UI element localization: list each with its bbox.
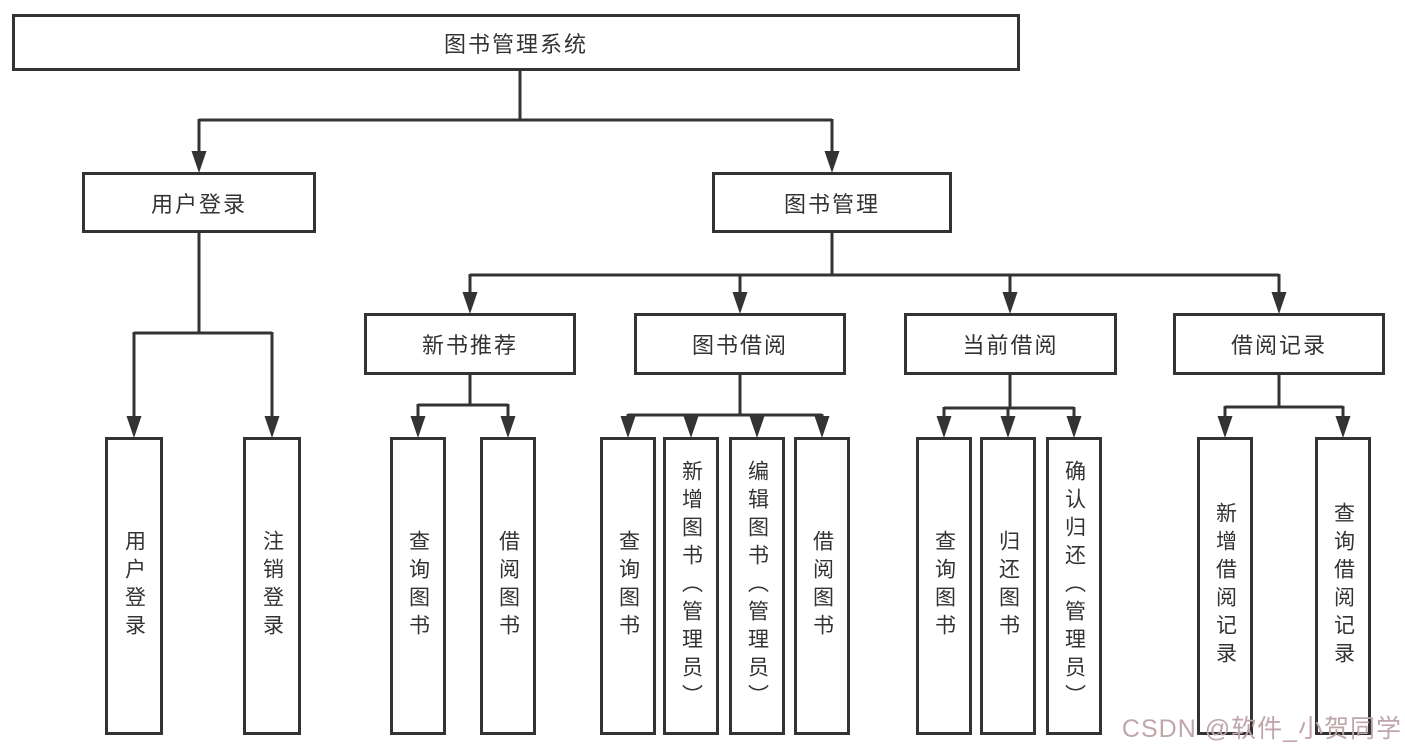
node-borrow-records: 借阅记录 xyxy=(1173,313,1385,375)
leaf-return-book: 归还图书 xyxy=(980,437,1036,735)
connectors-user-login xyxy=(132,233,274,418)
leaf-add-borrow-record: 新增借阅记录 xyxy=(1197,437,1253,735)
arrowheads-user-login xyxy=(126,416,280,438)
leaf-borrow-books: 借阅图书 xyxy=(794,437,850,735)
connectors-root xyxy=(197,70,834,153)
arrowheads-root xyxy=(191,151,840,173)
leaf-logout: 注销登录 xyxy=(243,437,301,735)
leaf-confirm-return-admin: 确认归还（管理员） xyxy=(1046,437,1102,735)
node-new-book-recommend: 新书推荐 xyxy=(364,313,576,375)
leaf-query-borrow-record: 查询借阅记录 xyxy=(1315,437,1371,735)
leaf-query-books-recommend: 查询图书 xyxy=(390,437,446,735)
arrowheads-book-management xyxy=(462,292,1287,314)
connectors-new-book-recommend xyxy=(416,375,510,418)
leaf-query-books-current: 查询图书 xyxy=(916,437,972,735)
leaf-edit-book-admin: 编辑图书（管理员） xyxy=(729,437,785,735)
node-library-management-system: 图书管理系统 xyxy=(12,14,1020,71)
node-current-borrow: 当前借阅 xyxy=(904,313,1117,375)
node-user-login: 用户登录 xyxy=(82,172,316,233)
node-book-management: 图书管理 xyxy=(712,172,952,233)
leaf-user-login: 用户登录 xyxy=(105,437,163,735)
connectors-book-borrow xyxy=(626,375,824,418)
leaf-query-books-borrow: 查询图书 xyxy=(600,437,656,735)
leaf-borrow-books-recommend: 借阅图书 xyxy=(480,437,536,735)
arrowheads-book-borrow xyxy=(620,416,830,438)
arrowheads-borrow-records xyxy=(1217,416,1351,438)
connectors-current-borrow xyxy=(942,375,1076,418)
connectors-borrow-records xyxy=(1223,375,1345,418)
connectors-book-management xyxy=(468,233,1281,294)
node-book-borrow: 图书借阅 xyxy=(634,313,846,375)
arrowheads-new-book-recommend xyxy=(410,416,516,438)
watermark: CSDN @软件_小贺同学 xyxy=(1121,715,1402,743)
leaf-add-book-admin: 新增图书（管理员） xyxy=(663,437,719,735)
arrowheads-current-borrow xyxy=(936,416,1082,438)
